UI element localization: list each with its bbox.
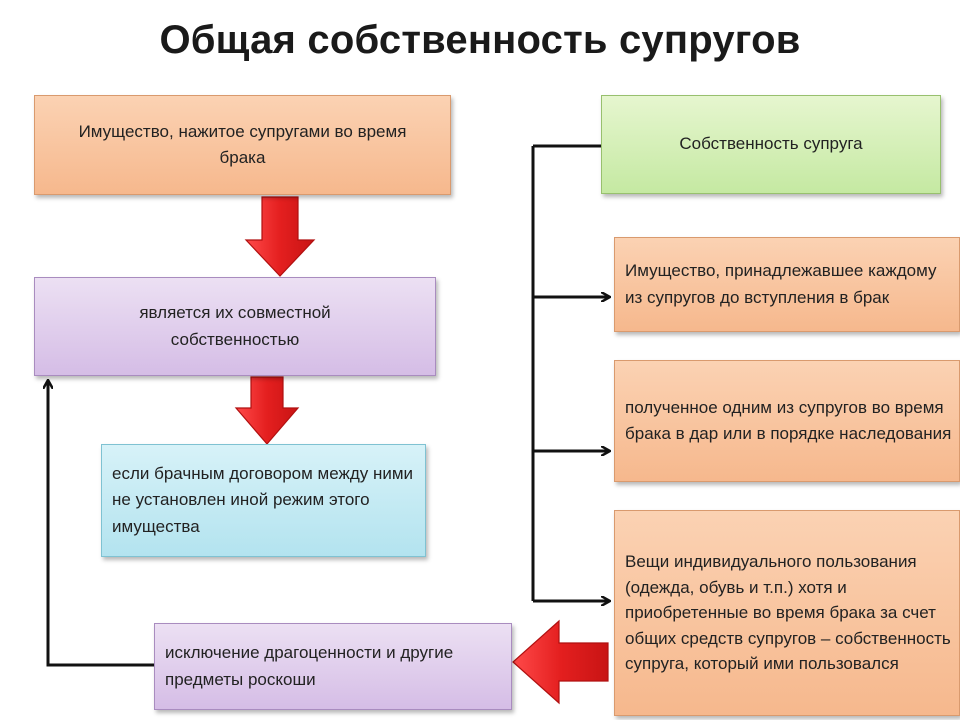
unless-contract-text: если брачным договором между ними не уст… xyxy=(112,463,414,536)
red-arrow-down-1 xyxy=(244,196,316,277)
diagram-title: Общая собственность супругов xyxy=(159,18,801,62)
joint-property-text: Имущество, нажитое супругами во время бр… xyxy=(78,121,407,167)
exception-text: исключение драгоценности и другие предме… xyxy=(165,643,454,689)
spouse-property-text: Собственность супруга xyxy=(679,134,863,154)
exception-loop-line xyxy=(46,386,154,667)
exception-box: исключение драгоценности и другие предме… xyxy=(154,623,512,710)
red-arrow-left xyxy=(512,619,609,705)
unless-contract-box: если брачным договором между ними не уст… xyxy=(101,444,426,557)
is-joint-box: является их совместной собственностью xyxy=(34,277,436,376)
spouse-property-box: Собственность супруга xyxy=(601,95,941,194)
gift-inheritance-box: полученное одним из супругов во время бр… xyxy=(614,360,960,482)
personal-items-box: Вещи индивидуального пользования (одежда… xyxy=(614,510,960,716)
before-marriage-text: Имущество, принадлежавшее каждому из суп… xyxy=(625,261,937,307)
red-arrow-down-2 xyxy=(234,376,300,445)
personal-items-text: Вещи индивидуального пользования (одежда… xyxy=(625,552,951,674)
joint-property-box: Имущество, нажитое супругами во время бр… xyxy=(34,95,451,195)
before-marriage-box: Имущество, принадлежавшее каждому из суп… xyxy=(614,237,960,332)
gift-inheritance-text: полученное одним из супругов во время бр… xyxy=(625,397,952,443)
is-joint-text: является их совместной собственностью xyxy=(139,303,331,349)
